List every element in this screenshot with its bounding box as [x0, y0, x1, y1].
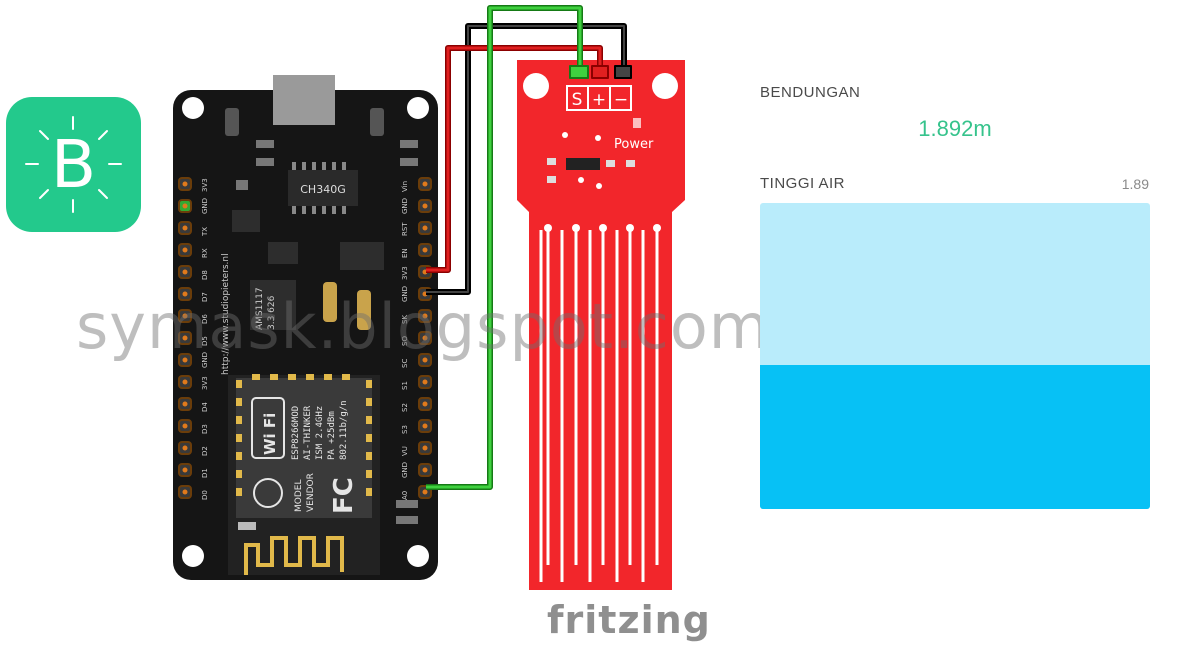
espressif-logo	[253, 478, 283, 508]
pin-label: RX	[201, 248, 209, 258]
header-pin-hole	[422, 181, 428, 187]
level-gauge[interactable]	[760, 203, 1150, 509]
pin-label: D2	[201, 446, 209, 456]
pin-label: SK	[401, 315, 409, 324]
blynk-logo: B	[6, 97, 141, 232]
header-pin-hole	[182, 203, 188, 209]
pin-label: SO	[401, 336, 409, 346]
header-pin-hole	[182, 445, 188, 451]
module-text-line: AI-THINKER	[303, 405, 313, 460]
header-pin-hole	[182, 423, 188, 429]
pin-label: D0	[201, 490, 209, 500]
sensor-power-label: Power	[614, 137, 654, 152]
header-pin-hole	[422, 203, 428, 209]
header-pin-hole	[422, 489, 428, 495]
pin-label: D3	[201, 424, 209, 434]
header-pin-hole	[182, 291, 188, 297]
sensor-pin-minus-label: −	[614, 90, 628, 110]
header-pin-hole	[182, 225, 188, 231]
studiopieters-url: http://www.studiopieters.nl	[221, 253, 231, 375]
header-pin-hole	[422, 357, 428, 363]
regulator-label: AMS1117	[255, 287, 265, 330]
header-pin-hole	[422, 247, 428, 253]
header-pin-hole	[422, 423, 428, 429]
wifi-logo: Wi Fi	[251, 397, 285, 459]
module-text-line: ISM 2.4GHz	[315, 406, 325, 460]
pin-label: TX	[201, 227, 209, 237]
pin-label: GND	[401, 286, 409, 302]
pin-label: EN	[401, 248, 409, 258]
header-pin-hole	[182, 313, 188, 319]
pin-label: Vin	[401, 181, 409, 192]
fc-mark: FC	[329, 477, 359, 514]
pin-label: 3V3	[201, 376, 209, 390]
header-pin-hole	[182, 357, 188, 363]
pin-label: D5	[201, 336, 209, 346]
header-pin-hole	[422, 401, 428, 407]
header-pin-hole	[182, 269, 188, 275]
pin-label: D6	[201, 314, 209, 324]
pin-label: S2	[401, 403, 409, 412]
pin-label: D1	[201, 468, 209, 478]
module-model-label: MODEL	[294, 480, 304, 512]
sensor-pin-plus-label: +	[592, 90, 606, 110]
pin-label: GND	[201, 352, 209, 368]
regulator-label-2: 3.3 626	[267, 295, 277, 330]
wifi-label: Wi Fi	[261, 413, 279, 455]
header-pin-hole	[422, 467, 428, 473]
header-pin-hole	[422, 445, 428, 451]
pin-label: S1	[401, 381, 409, 390]
pin-label: A0	[401, 491, 409, 500]
pin-label: GND	[401, 462, 409, 478]
pin-label: GND	[401, 198, 409, 214]
module-text-line: 802.11b/g/n	[339, 400, 349, 460]
header-pin-hole	[182, 467, 188, 473]
header-pin-hole	[182, 335, 188, 341]
module-vendor-label: VENDOR	[306, 473, 316, 512]
pin-label: SC	[401, 359, 409, 368]
header-pin-hole	[182, 247, 188, 253]
fritzing-logo: fritzing	[547, 598, 711, 642]
pin-label: D8	[201, 270, 209, 280]
level-gauge-fill	[760, 365, 1150, 509]
pin-label: D7	[201, 292, 209, 302]
header-pin-hole	[182, 401, 188, 407]
module-text-line: ESP8266MOD	[291, 406, 301, 460]
pin-label: VU	[401, 446, 409, 456]
sensor-mount-hole	[523, 73, 549, 99]
header-pin-hole	[422, 379, 428, 385]
header-pin-hole	[182, 181, 188, 187]
watermark: symask.blogspot.com	[76, 290, 771, 363]
sensor-pin-s-label: S	[572, 90, 583, 110]
header-pin-hole	[422, 225, 428, 231]
value-widget-title: BENDUNGAN	[760, 84, 861, 101]
pcb-antenna	[244, 536, 344, 575]
wires	[426, 5, 632, 490]
pin-label: 3V3	[201, 178, 209, 192]
pin-label: D4	[201, 402, 209, 412]
level-widget-value: 1.89	[1121, 176, 1149, 192]
level-widget-title: TINGGI AIR	[760, 175, 846, 192]
value-widget-value: 1.892m	[918, 116, 992, 141]
header-pin-hole	[422, 313, 428, 319]
sensor-mount-hole	[652, 73, 678, 99]
water-level-sensor: S + − Power	[517, 60, 685, 590]
header-pin-hole	[422, 335, 428, 341]
module-text-line: PA +25dBm	[327, 411, 337, 460]
header-pin-hole	[182, 379, 188, 385]
pin-label: S3	[401, 425, 409, 434]
pin-label: RST	[401, 222, 409, 236]
blynk-letter: B	[50, 126, 97, 203]
pin-label: 3V3	[401, 266, 409, 280]
pin-label: GND	[201, 198, 209, 214]
ch340g-label: CH340G	[300, 183, 345, 196]
header-pin-hole	[182, 489, 188, 495]
